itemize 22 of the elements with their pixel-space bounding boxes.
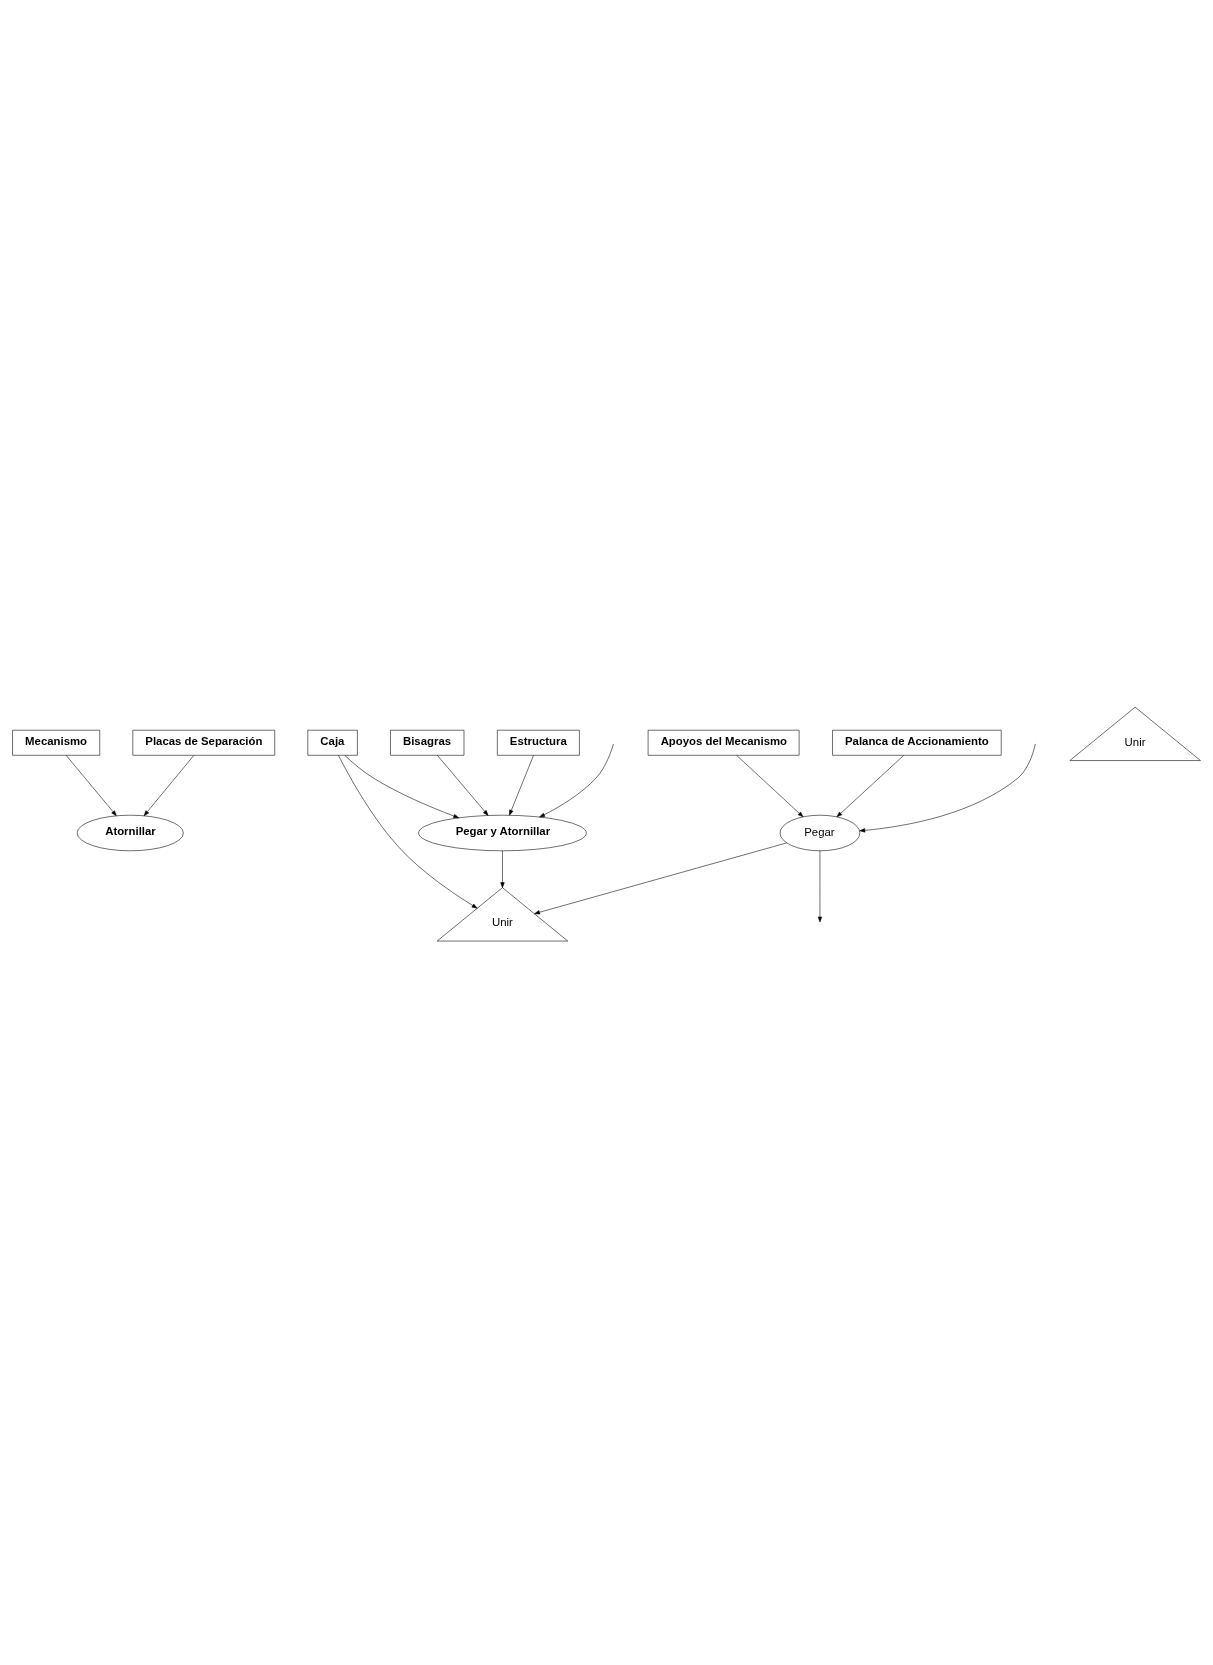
node-box: Bisagras [390, 729, 465, 756]
arrow [437, 754, 489, 816]
node-box: Placas de Separación [132, 729, 276, 756]
arrow [736, 754, 804, 817]
node-box: Estructura [497, 729, 580, 756]
arrow [539, 743, 614, 817]
node-ellipse: Pegar [779, 814, 861, 851]
node-box: Mecanismo [12, 729, 101, 756]
arrow [509, 754, 534, 816]
arrow [65, 754, 117, 816]
node-ellipse: Atornillar [76, 814, 184, 851]
arrow [534, 842, 787, 914]
node-box: Palanca de Accionamiento [832, 729, 1002, 756]
arrow [500, 849, 505, 888]
arrow [344, 754, 460, 818]
arrow [338, 754, 478, 909]
arrow [143, 754, 195, 816]
node-box: Apoyos del Mecanismo [647, 729, 800, 756]
arrow [817, 849, 823, 922]
arrow [836, 754, 905, 817]
arrow [859, 743, 1036, 832]
node-box: Caja [307, 729, 358, 756]
